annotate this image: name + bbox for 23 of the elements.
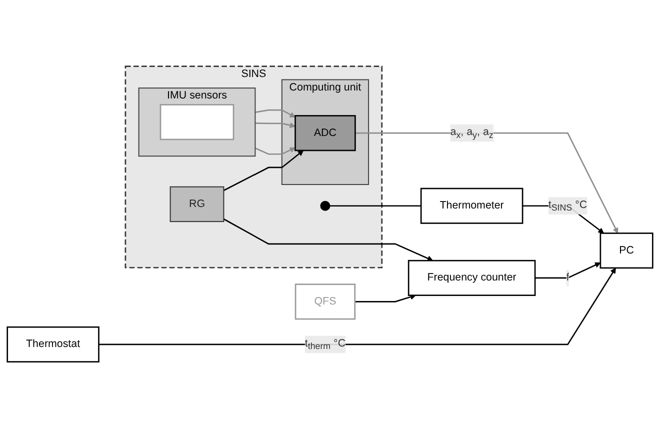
node-box: ADC bbox=[294, 115, 356, 152]
edge-label: a$_{x}$, a$_{y}$, a$_{z}$ bbox=[450, 126, 494, 140]
arrow bbox=[254, 147, 296, 155]
arrow bbox=[535, 262, 601, 279]
node-box: RG bbox=[170, 186, 224, 222]
node-box: QFS bbox=[294, 284, 356, 320]
edge-label: t$_{therm}$ °C bbox=[304, 338, 346, 352]
node-box bbox=[160, 104, 234, 140]
arrow bbox=[255, 122, 296, 128]
arrow bbox=[223, 150, 304, 191]
cluster: IMU sensors bbox=[138, 87, 256, 157]
edge-label: f bbox=[566, 272, 570, 284]
edge-label: t$_{SINS}$ °C bbox=[548, 199, 588, 213]
node-box: PC bbox=[600, 232, 654, 269]
node-box: Thermometer bbox=[420, 188, 524, 224]
arrow bbox=[354, 294, 416, 302]
arrow bbox=[98, 268, 616, 346]
connector bbox=[330, 205, 422, 206]
node-box: Frequency counter bbox=[408, 260, 536, 296]
arrow bbox=[223, 218, 434, 262]
node-circle bbox=[320, 200, 330, 211]
arrow bbox=[255, 109, 296, 118]
node-box: Thermostat bbox=[6, 326, 100, 362]
